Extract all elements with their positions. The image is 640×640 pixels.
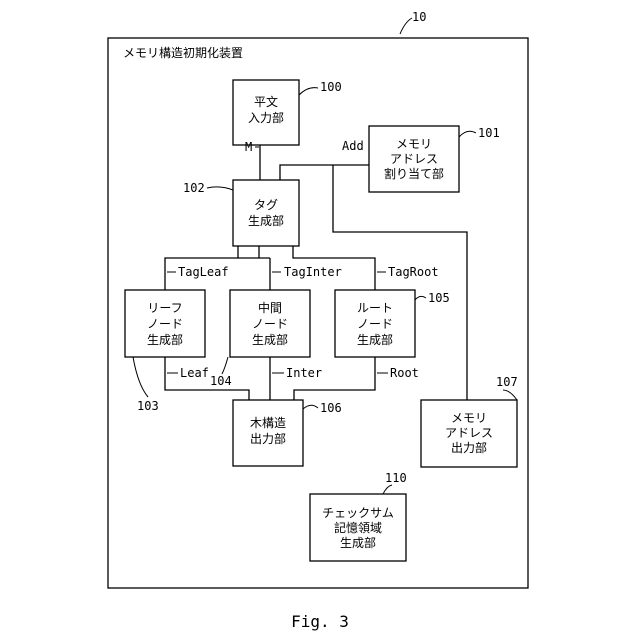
block-label: ノード bbox=[357, 317, 393, 331]
signal-root: Root bbox=[390, 366, 419, 380]
block-label: 生成部 bbox=[252, 332, 288, 347]
block-label: タグ bbox=[254, 198, 278, 212]
block-label: 生成部 bbox=[357, 332, 393, 347]
figure-caption: Fig. 3 bbox=[291, 612, 349, 631]
block-label: 出力部 bbox=[451, 440, 487, 455]
ref-110: 110 bbox=[385, 471, 407, 485]
device-title: メモリ構造初期化装置 bbox=[123, 46, 243, 60]
block-label: ノード bbox=[252, 317, 288, 331]
ref-101: 101 bbox=[478, 126, 500, 140]
signal-tag-root: TagRoot bbox=[388, 265, 439, 279]
signal-inter: Inter bbox=[286, 366, 322, 380]
block-label: 平文 bbox=[254, 94, 278, 109]
block-label: メモリ bbox=[451, 411, 487, 425]
block-label: アドレス bbox=[445, 426, 493, 440]
signal-tag-inter: TagInter bbox=[284, 265, 342, 279]
block-label: 入力部 bbox=[248, 110, 284, 125]
block-label: アドレス bbox=[390, 152, 438, 166]
block-label: チェックサム bbox=[322, 506, 394, 520]
block-label: 記憶領域 bbox=[334, 520, 382, 535]
block-label: メモリ bbox=[396, 137, 432, 151]
block-label: 割り当て部 bbox=[384, 166, 444, 181]
block-tag-generator bbox=[233, 180, 299, 246]
block-label: 木構造 bbox=[250, 416, 286, 430]
block-label: 中間 bbox=[258, 300, 282, 315]
line-add-tag bbox=[280, 165, 369, 180]
block-label: 出力部 bbox=[250, 431, 286, 446]
signal-add: Add bbox=[342, 139, 364, 153]
ref-103: 103 bbox=[137, 399, 159, 413]
ref-102: 102 bbox=[183, 181, 205, 195]
block-label: ルート bbox=[357, 301, 393, 315]
signal-leaf: Leaf bbox=[180, 366, 209, 380]
signal-tag-leaf: TagLeaf bbox=[178, 265, 229, 279]
ref-100: 100 bbox=[320, 80, 342, 94]
leader-device bbox=[400, 18, 412, 34]
ref-104: 104 bbox=[210, 374, 232, 388]
ref-106: 106 bbox=[320, 401, 342, 415]
block-label: 生成部 bbox=[248, 213, 284, 228]
ref-105: 105 bbox=[428, 291, 450, 305]
ref-device: 10 bbox=[412, 10, 426, 24]
block-label: ノード bbox=[147, 317, 183, 331]
block-label: 生成部 bbox=[340, 535, 376, 550]
block-label: リーフ bbox=[147, 301, 182, 315]
block-label: 生成部 bbox=[147, 332, 183, 347]
signal-m: M bbox=[245, 140, 252, 154]
line-add-output bbox=[333, 165, 467, 400]
ref-107: 107 bbox=[496, 375, 518, 389]
